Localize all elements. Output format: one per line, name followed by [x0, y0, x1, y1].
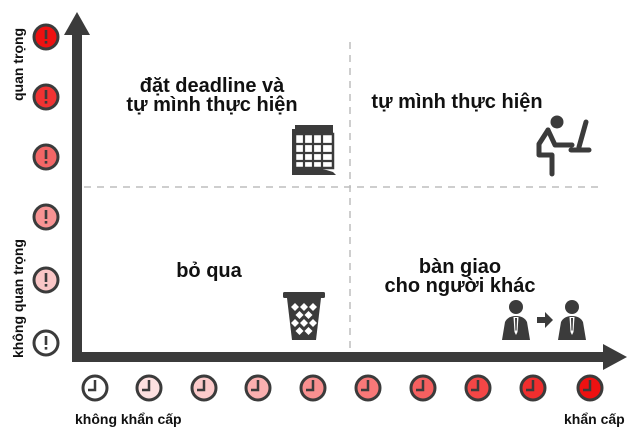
y-axis-arrow	[64, 12, 90, 362]
clock-icon	[190, 374, 218, 402]
clock-icon	[354, 374, 382, 402]
delegate-icon	[502, 300, 586, 340]
importance-markers	[32, 23, 60, 357]
x-axis-right-label: khẩn cấp	[564, 411, 625, 427]
arrow-right-icon	[537, 312, 553, 328]
clock-icon	[299, 374, 327, 402]
alert-icon	[32, 329, 60, 357]
alert-icon	[32, 203, 60, 231]
clock-icon	[576, 374, 604, 402]
trash-basket-icon	[283, 292, 325, 340]
person-at-computer-icon	[536, 115, 592, 177]
clock-icon	[81, 374, 109, 402]
y-axis-top-label: quan trọng	[10, 27, 26, 101]
person-icon	[558, 300, 586, 340]
clock-icon	[409, 374, 437, 402]
alert-icon	[32, 143, 60, 171]
quadrant-label-top-left: đặt deadline và tự mình thực hiện	[106, 75, 318, 116]
clock-icon	[464, 374, 492, 402]
quadrant-label-line2: tự mình thực hiện	[126, 94, 298, 116]
quadrant-label-line1: bỏ qua	[176, 260, 242, 282]
quadrant-label-line1: tự mình thực hiện	[371, 91, 543, 113]
clock-icon	[244, 374, 272, 402]
alert-icon	[32, 23, 60, 51]
person-icon	[502, 300, 530, 340]
alert-icon	[32, 83, 60, 111]
quadrant-label-line2: cho người khác	[384, 275, 536, 297]
x-axis-arrow	[72, 344, 627, 370]
alert-icon	[32, 266, 60, 294]
urgency-markers	[81, 374, 604, 402]
clock-icon	[135, 374, 163, 402]
quadrant-label-line1: đặt deadline và	[139, 75, 285, 97]
quadrant-label-bottom-right: bàn giao cho người khác	[370, 256, 550, 297]
quadrant-label-top-right: tự mình thực hiện	[362, 91, 552, 113]
clock-icon	[519, 374, 547, 402]
quadrant-label-bottom-left: bỏ qua	[160, 260, 258, 282]
calendar-icon	[292, 125, 336, 175]
y-axis-bottom-label: không quan trọng	[10, 239, 26, 358]
x-axis-left-label: không khẩn cấp	[75, 411, 182, 427]
quadrant-label-line1: bàn giao	[418, 256, 502, 278]
